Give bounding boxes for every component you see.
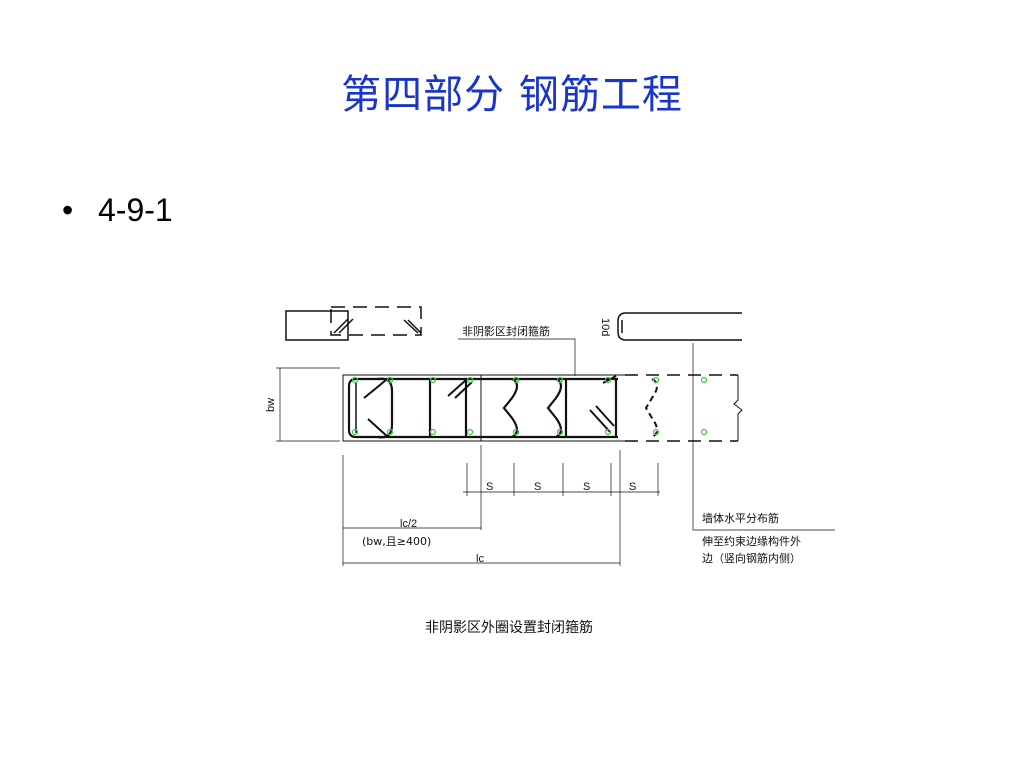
tie-loop-1 [377, 377, 394, 439]
rebar-dot [351, 428, 359, 436]
label-extend-line1: 伸至约束边缘构件外 [702, 534, 801, 548]
label-lc-half-note: (bw,且≥400) [362, 535, 431, 548]
label-bw: bw [265, 398, 277, 412]
rebar-dot [700, 428, 708, 436]
detail-hook-left-2 [338, 318, 354, 334]
detail-solid-rect [285, 310, 349, 341]
slide-title: 第四部分 钢筋工程 [341, 72, 683, 118]
rebar-dot [429, 428, 437, 436]
rebar-dot [386, 376, 394, 384]
outer-closed-stirrup [356, 377, 618, 439]
wall-segment-1 [342, 374, 482, 442]
label-extend-line2: 边（竖向钢筋内侧） [702, 551, 801, 565]
label-s-4: S [629, 481, 636, 493]
rebar-dot [604, 376, 612, 384]
tie-hook-1b [367, 418, 389, 438]
stirrup-left-end [347, 377, 357, 439]
label-wall-rebar: 墙体水平分布筋 [702, 511, 779, 525]
rebar-dot [652, 428, 660, 436]
rebar-dot [512, 428, 520, 436]
label-s-1: S [486, 481, 493, 493]
tie-hook-5c [602, 375, 617, 384]
rebar-dot [512, 376, 520, 384]
break-line [733, 375, 743, 441]
label-lc: lc [476, 553, 484, 565]
label-non-shadow-stirrup: 非阴影区封闭箍筋 [462, 324, 550, 338]
tie-loop-4 [546, 378, 563, 438]
detail-hook-right-2 [407, 319, 422, 334]
label-10d: 10d [599, 318, 611, 336]
rebar-dot [700, 376, 708, 384]
rebar-dot [652, 376, 660, 384]
tie-hook-5b [595, 405, 615, 427]
tie-hook-5a [589, 409, 611, 433]
bullet-text: 4-9-1 [98, 192, 173, 228]
rebar-dot [429, 376, 437, 384]
dashed-stirrup [644, 378, 658, 438]
tie-hook-2b [454, 381, 473, 399]
detail-hook-left [333, 318, 349, 334]
rebar-dot [556, 428, 564, 436]
detail-hook-right [403, 319, 419, 334]
rebar-dot [466, 376, 474, 384]
leader-wall-rebar [692, 343, 835, 531]
rebar-dot [466, 428, 474, 436]
rebar-dot [351, 376, 359, 384]
rebar-dot [386, 428, 394, 436]
rebar-dot [604, 428, 612, 436]
bullet-marker: • [62, 192, 74, 228]
label-s-3: S [583, 481, 590, 493]
tie-hook-2a [447, 379, 467, 397]
tie-hook-1a [363, 379, 387, 399]
label-s-2: S [534, 481, 541, 493]
detail-hooked-bar [617, 312, 742, 341]
rebar-dot [556, 376, 564, 384]
leader-non-shadow [458, 338, 576, 376]
diagram-caption: 非阴影区外圈设置封闭箍筋 [425, 619, 593, 636]
label-lc-half: lc/2 [400, 518, 417, 530]
tie-loop-3 [502, 378, 519, 438]
bullet-item: • 4-9-1 [62, 192, 173, 229]
detail-dashed-rect [330, 306, 422, 336]
